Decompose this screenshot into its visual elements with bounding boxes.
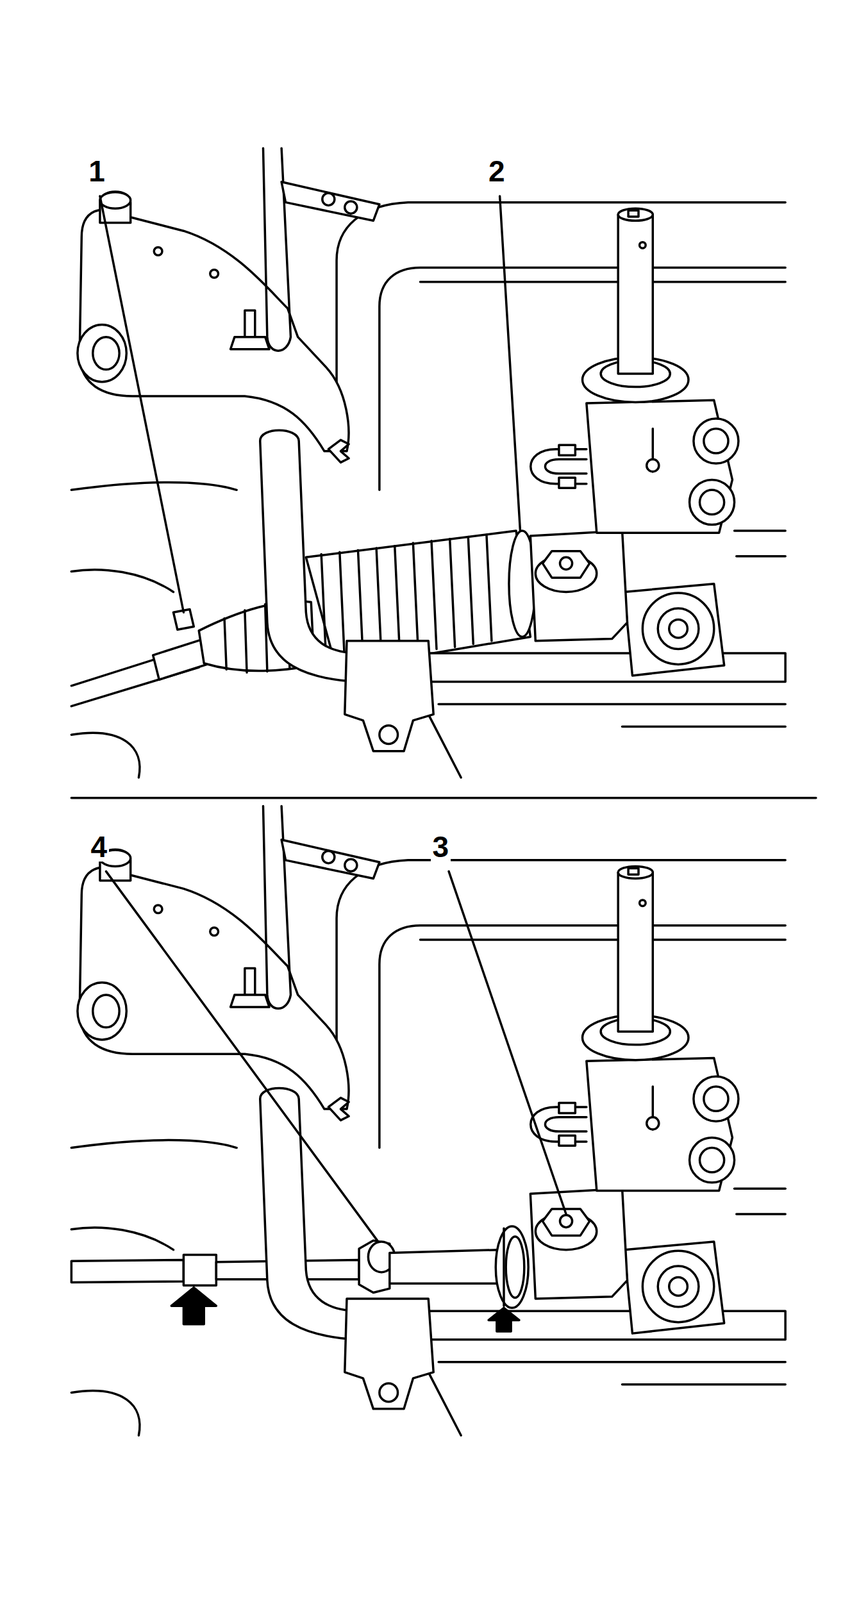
panel-divider <box>71 796 816 800</box>
bottom-assembly <box>71 806 786 1436</box>
boot-rib <box>467 537 474 645</box>
leader-line <box>100 196 184 613</box>
boot-rib <box>339 551 345 663</box>
callout-number: 3 <box>430 832 452 862</box>
bottom-panel <box>71 806 786 1436</box>
boot-collar <box>505 1236 525 1298</box>
collar-rib <box>502 1228 506 1306</box>
callout-number: 4 <box>89 832 110 862</box>
boot-rib <box>486 534 492 641</box>
boot-rib <box>224 618 227 670</box>
leader-line <box>105 871 377 1241</box>
top-assembly <box>71 148 786 778</box>
boot-rib <box>412 542 418 652</box>
boot-collar <box>495 1226 529 1308</box>
boot-rib <box>431 541 437 650</box>
leader-line <box>500 196 521 531</box>
locator-arrow <box>488 1307 520 1332</box>
locator-arrow <box>171 1287 217 1325</box>
tie-rod-hex <box>183 1255 217 1286</box>
boot-rib <box>450 539 456 648</box>
top-panel <box>71 148 786 778</box>
leader-line <box>448 871 567 1215</box>
rack-tube <box>389 1250 501 1285</box>
callout-number: 1 <box>86 156 108 186</box>
tie-rod <box>71 1260 184 1283</box>
boot-rib <box>244 610 247 673</box>
boot-rib <box>394 546 401 656</box>
callout-number: 2 <box>486 156 508 186</box>
